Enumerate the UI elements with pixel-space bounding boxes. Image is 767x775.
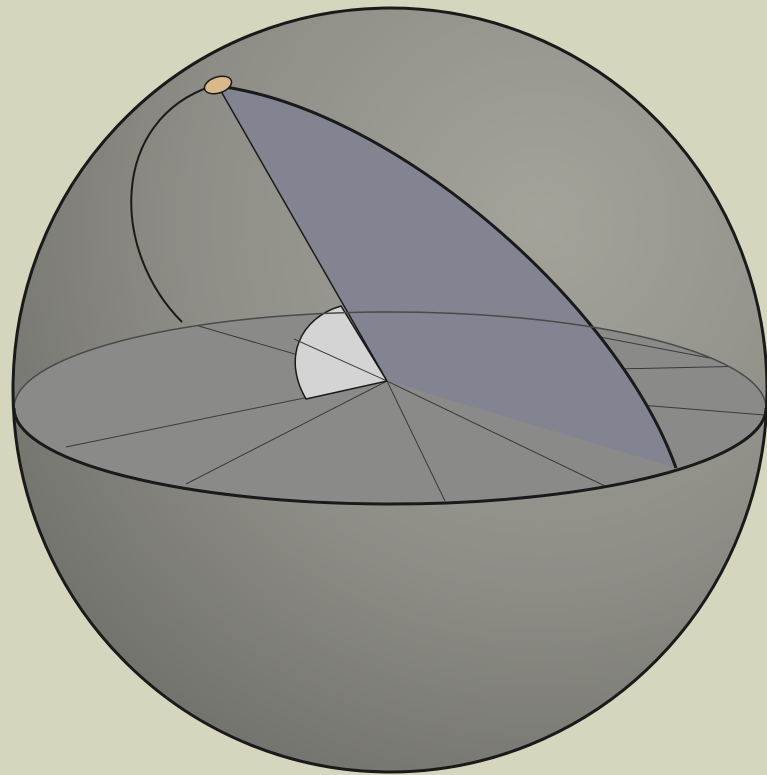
sphere-diagram [0,0,767,775]
diagram-stage [0,0,767,775]
